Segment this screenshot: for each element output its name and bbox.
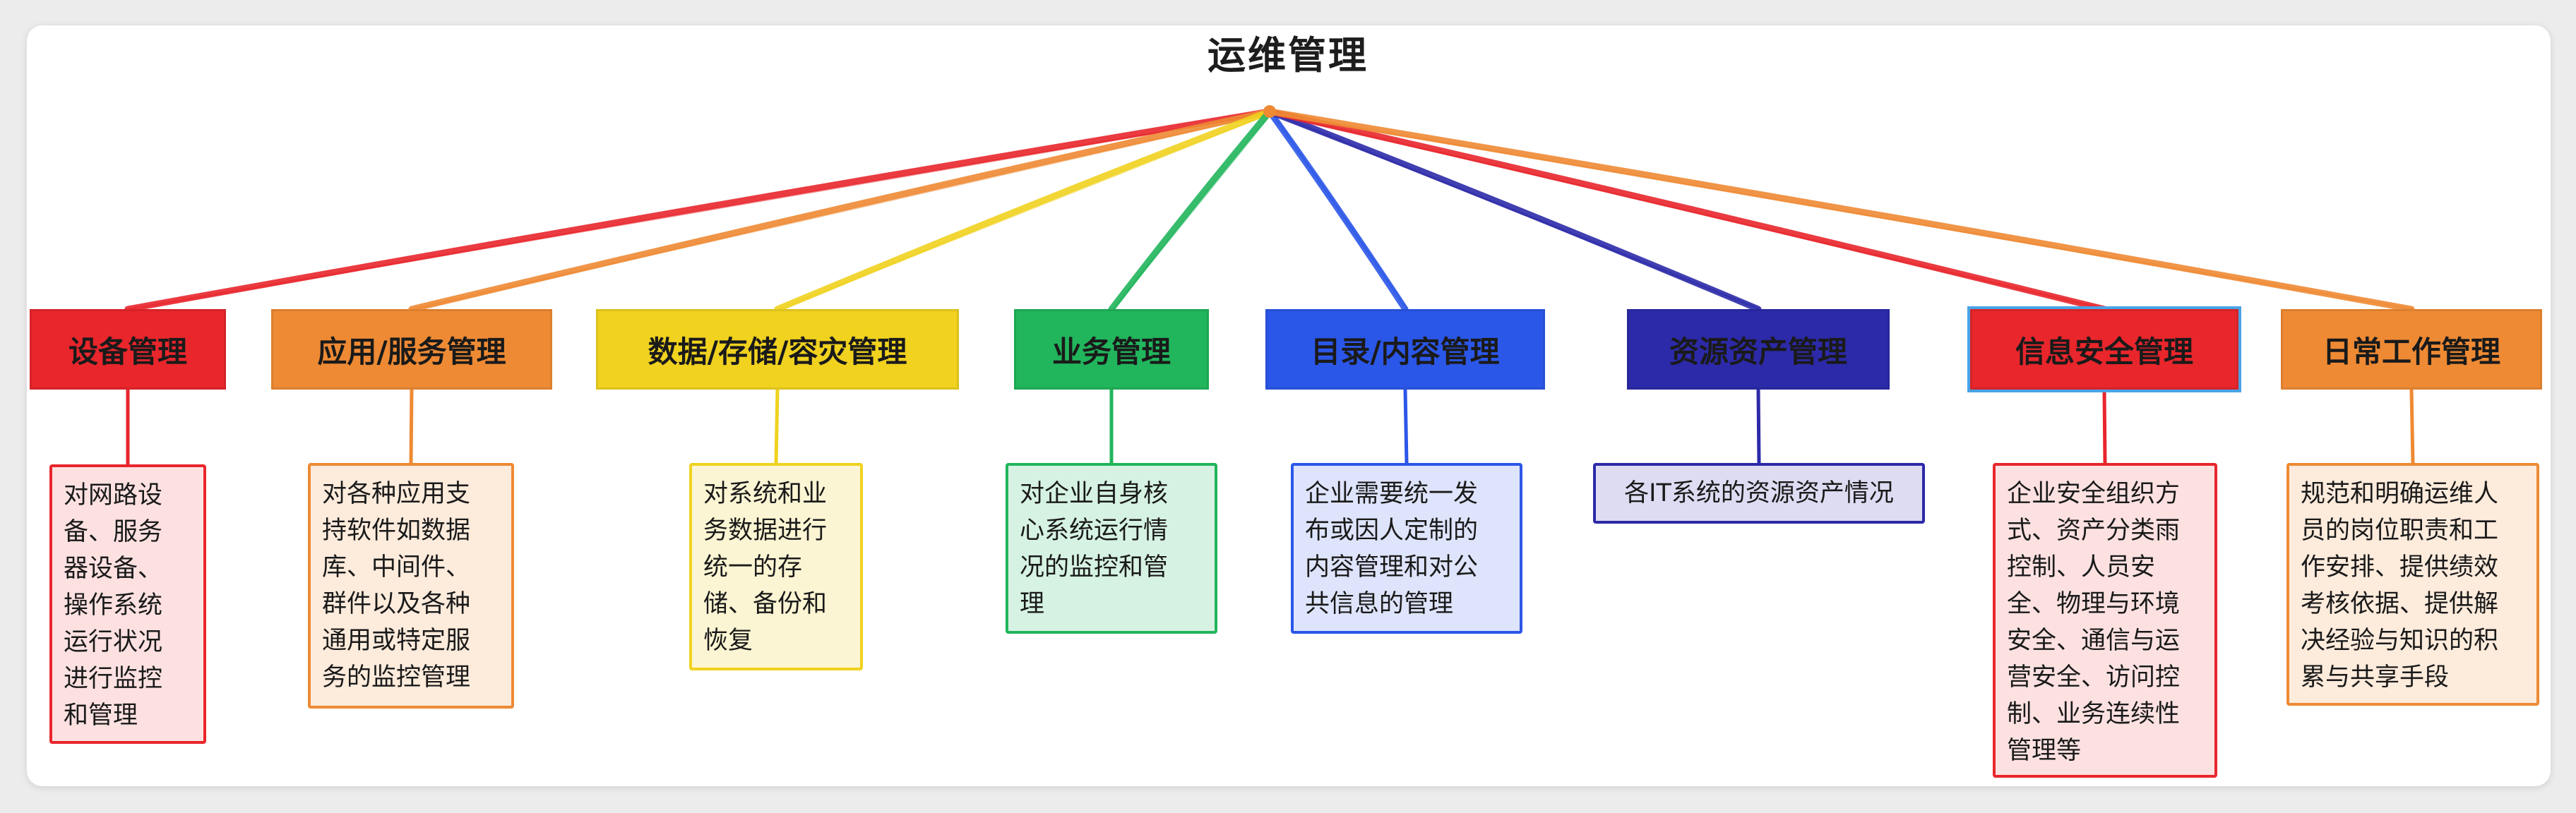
description-line: 对网路设	[64, 481, 163, 510]
description-line: 规范和明确运维人	[2301, 480, 2499, 508]
root-node-title[interactable]: 运维管理	[1208, 32, 1368, 78]
description-line: 安全、通信与运	[2007, 627, 2181, 655]
category-node-directory-content-management[interactable]: 目录/内容管理	[1265, 309, 1545, 390]
description-line: 式、资产分类雨	[2007, 517, 2181, 545]
description-line: 通用或特定服	[322, 627, 471, 655]
description-box-information-security-management[interactable]: 企业安全组织方式、资产分类雨控制、人员安全、物理与环境安全、通信与运营安全、访问…	[1993, 463, 2217, 778]
description-line: 务数据进行	[703, 517, 828, 545]
description-line: 储、备份和	[703, 590, 828, 618]
description-line: 决经验与知识的积	[2301, 627, 2499, 655]
description-line: 内容管理和对公	[1305, 553, 1479, 582]
category-node-application-service-management[interactable]: 应用/服务管理	[271, 309, 552, 390]
description-line: 况的监控和管	[1020, 553, 1169, 582]
description-line: 备、服务	[64, 518, 163, 546]
category-node-data-storage-disaster-management[interactable]: 数据/存储/容灾管理	[596, 309, 959, 390]
description-box-application-service-management[interactable]: 对各种应用支持软件如数据库、中间件、群件以及各种通用或特定服务的监控管理	[308, 463, 514, 709]
description-line: 器设备、	[64, 555, 163, 583]
description-line: 制、业务连续性	[2007, 700, 2181, 728]
description-line: 考核依据、提供解	[2301, 590, 2499, 618]
description-line: 库、中间件、	[322, 553, 471, 582]
description-line: 对企业自身核	[1020, 480, 1169, 508]
description-line: 统一的存	[703, 553, 803, 582]
description-line: 和管理	[64, 701, 138, 730]
description-line: 持软件如数据	[322, 517, 471, 545]
description-box-business-management[interactable]: 对企业自身核心系统运行情况的监控和管理	[1006, 463, 1217, 634]
description-box-data-storage-disaster-management[interactable]: 对系统和业务数据进行统一的存储、备份和恢复	[689, 463, 863, 670]
description-box-directory-content-management[interactable]: 企业需要统一发布或因人定制的内容管理和对公共信息的管理	[1291, 463, 1522, 634]
description-line: 营安全、访问控	[2007, 663, 2181, 692]
description-line: 各IT系统的资源资产情况	[1624, 479, 1894, 507]
description-line: 全、物理与环境	[2007, 590, 2181, 618]
description-line: 恢复	[703, 627, 753, 655]
description-line: 运行状况	[64, 628, 163, 656]
description-line: 心系统运行情	[1020, 517, 1169, 545]
category-node-business-management[interactable]: 业务管理	[1014, 309, 1209, 390]
description-line: 理	[1020, 590, 1045, 618]
category-node-resource-asset-management[interactable]: 资源资产管理	[1627, 309, 1890, 390]
description-line: 务的监控管理	[322, 663, 471, 692]
description-box-device-management[interactable]: 对网路设备、服务器设备、操作系统运行状况进行监控和管理	[49, 464, 206, 744]
description-line: 布或因人定制的	[1305, 517, 1479, 545]
description-line: 共信息的管理	[1305, 590, 1454, 618]
description-line: 对各种应用支	[322, 480, 471, 508]
description-box-daily-work-management[interactable]: 规范和明确运维人员的岗位职责和工作安排、提供绩效考核依据、提供解决经验与知识的积…	[2286, 463, 2539, 706]
description-line: 控制、人员安	[2007, 553, 2156, 582]
category-node-device-management[interactable]: 设备管理	[30, 309, 226, 390]
description-line: 管理等	[2007, 737, 2082, 765]
category-node-information-security-management[interactable]: 信息安全管理	[1970, 309, 2238, 390]
description-line: 群件以及各种	[322, 590, 471, 618]
description-line: 操作系统	[64, 591, 163, 620]
category-node-daily-work-management[interactable]: 日常工作管理	[2281, 309, 2542, 390]
description-line: 员的岗位职责和工	[2301, 517, 2499, 545]
description-line: 进行监控	[64, 665, 163, 693]
description-line: 对系统和业	[703, 480, 828, 508]
description-line: 作安排、提供绩效	[2301, 553, 2499, 582]
description-line: 企业安全组织方	[2007, 480, 2181, 508]
description-box-resource-asset-management[interactable]: 各IT系统的资源资产情况	[1593, 463, 1925, 524]
description-line: 企业需要统一发	[1305, 480, 1479, 508]
description-line: 累与共享手段	[2301, 663, 2450, 692]
